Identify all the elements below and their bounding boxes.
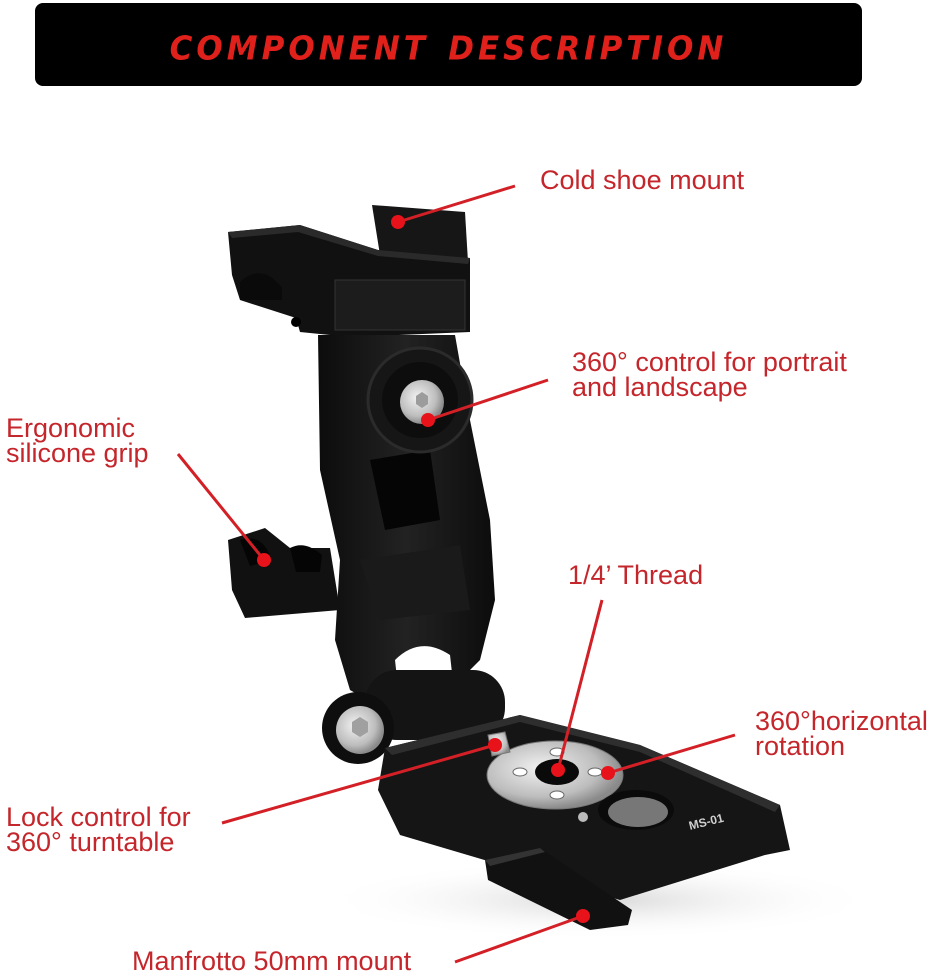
leader-turntable-lock: [221, 743, 496, 825]
lower-clamp: [228, 528, 340, 618]
label-cold-shoe-mount: Cold shoe mount: [540, 165, 745, 195]
rotation-knob: [366, 346, 474, 454]
leader-horizontal-rotation: [607, 733, 736, 775]
label-horizontal-rotation: 360°horizontal rotation: [755, 706, 928, 761]
marker-dots: [257, 215, 615, 923]
title-banner: Component description: [35, 3, 862, 86]
marker-dot: [421, 413, 435, 427]
leader-lines: [176, 184, 736, 964]
marker-dot: [257, 553, 271, 567]
marker-dot: [488, 738, 502, 752]
base-plate: MS-01: [378, 715, 790, 930]
label-turntable-lock: Lock control for 360° turntable: [6, 802, 191, 857]
leader-cold-shoe: [397, 184, 516, 224]
label-portrait-landscape-control: 360° control for portrait and landscape: [572, 347, 847, 402]
marker-dot: [601, 766, 615, 780]
leader-silicone-grip: [176, 453, 266, 561]
hinge: [322, 670, 505, 764]
marker-dot: [576, 909, 590, 923]
label-silicone-grip: Ergonomic silicone grip: [6, 413, 149, 468]
leader-thread: [556, 599, 604, 771]
leader-portrait-landscape: [427, 378, 549, 422]
top-clamp: [228, 205, 470, 337]
marker-dot: [391, 215, 405, 229]
marker-dot: [551, 763, 565, 777]
leader-manfrotto: [454, 914, 584, 964]
banner-title: Component description: [169, 17, 728, 72]
label-manfrotto-mount: Manfrotto 50mm mount: [132, 946, 412, 976]
label-quarter-thread: 1/4’ Thread: [568, 560, 704, 590]
